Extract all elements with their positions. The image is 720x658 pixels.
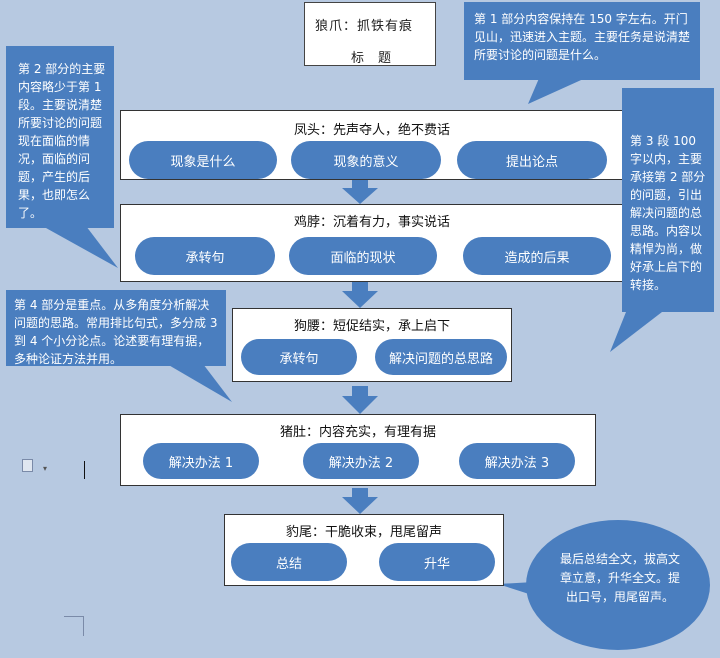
section-title: 狗腰：短促结实，承上启下 (293, 319, 450, 334)
title-line-1: 狼爪：抓铁有痕 (315, 19, 414, 34)
pill-chengzhuan-ju: 承转句 (135, 237, 275, 275)
ending-callout: 最后总结全文，拔高文章立意，升华全文。提出口号，甩尾留声。 (526, 520, 710, 650)
pill-zaocheng-houguo: 造成的后果 (463, 237, 611, 275)
section-gouyao: 狗腰：短促结实，承上启下 承转句 解决问题的总思路 (232, 308, 512, 382)
title-box: 狼爪：抓铁有痕 标题 (304, 2, 436, 66)
part1-callout-tail (528, 76, 590, 104)
page-corner-mark (64, 616, 84, 636)
chevron-down-icon[interactable]: ▾ (43, 464, 48, 473)
pill-xianxiang-shi-shenme: 现象是什么 (129, 141, 277, 179)
part1-callout: 第 1 部分内容保持在 150 字左右。开门见山，迅速进入主题。主要任务是说清楚… (464, 2, 700, 80)
part2-callout-tail (46, 226, 118, 268)
section-title: 凤头：先声夺人，绝不费话 (293, 123, 450, 138)
pill-tichu-lundian: 提出论点 (457, 141, 607, 179)
pill-xianxiang-yiyi: 现象的意义 (291, 141, 441, 179)
section-fengtou: 凤头：先声夺人，绝不费话 现象是什么 现象的意义 提出论点 (120, 110, 624, 180)
section-title: 猪肚：内容充实，有理有据 (279, 425, 436, 440)
pill-chengzhuan-ju: 承转句 (241, 339, 357, 375)
section-title: 豹尾：干脆收束，甩尾留声 (285, 525, 442, 540)
text-cursor (84, 461, 85, 479)
part2-callout: 第 2 部分的主要内容略少于第 1 段。主要说清楚所要讨论的问题现在面临的情况，… (6, 46, 114, 228)
pill-zongjie: 总结 (231, 543, 347, 581)
pill-jiejue-zongsilu: 解决问题的总思路 (375, 339, 507, 375)
section-jibo: 鸡脖：沉着有力，事实说话 承转句 面临的现状 造成的后果 (120, 204, 624, 282)
paste-options-icon[interactable] (22, 459, 33, 472)
section-title: 鸡脖：沉着有力，事实说话 (293, 215, 450, 230)
part4-callout: 第 4 部分是重点。从多角度分析解决问题的思路。常用排比句式，多分成 3 到 4… (6, 290, 226, 366)
section-baowei: 豹尾：干脆收束，甩尾留声 总结 升华 (224, 514, 504, 586)
pill-jiejue-banfa-1: 解决办法 1 (143, 443, 259, 479)
section-zhudu: 猪肚：内容充实，有理有据 解决办法 1 解决办法 2 解决办法 3 (120, 414, 596, 486)
pill-shenghua: 升华 (379, 543, 495, 581)
down-arrow-icon (342, 282, 378, 308)
down-arrow-icon (342, 488, 378, 514)
pill-mianlin-xianzhuang: 面临的现状 (289, 237, 437, 275)
pill-jiejue-banfa-3: 解决办法 3 (459, 443, 575, 479)
down-arrow-icon (342, 386, 378, 414)
part3-callout-tail (610, 312, 662, 352)
title-line-2: 标题 (351, 51, 406, 66)
down-arrow-icon (342, 180, 378, 204)
part3-callout: 第 3 段 100 字以内，主要承接第 2 部分的问题，引出解决问题的总思路。内… (622, 88, 714, 312)
part4-callout-tail (160, 360, 232, 402)
pill-jiejue-banfa-2: 解决办法 2 (303, 443, 419, 479)
